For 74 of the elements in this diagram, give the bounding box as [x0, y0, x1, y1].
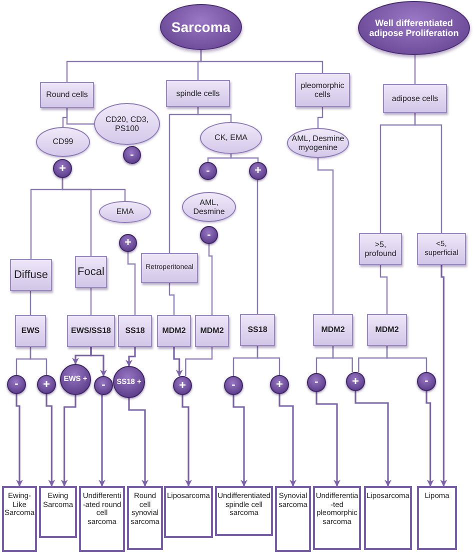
- process-box: EWS/SS18: [67, 315, 115, 347]
- connector-line: [200, 50, 324, 73]
- connector-line: [30, 291, 32, 315]
- arrow: [354, 391, 392, 487]
- result-circle: +: [270, 375, 289, 394]
- arrow: [278, 394, 296, 487]
- result-circle: -: [199, 162, 217, 180]
- connector-line: [66, 108, 94, 125]
- result-circle: +: [119, 234, 137, 252]
- connector-line: [332, 346, 353, 372]
- connector-line: [414, 55, 416, 84]
- process-box: EWS: [15, 315, 46, 347]
- connector-line: [208, 244, 213, 315]
- connector-line: [256, 346, 280, 375]
- result-circle: +: [346, 372, 365, 391]
- result-circle: -: [224, 376, 243, 395]
- arrow: [46, 394, 56, 487]
- process-box: spindle cells: [166, 80, 230, 107]
- arrow: [173, 347, 183, 377]
- process-box: Round cells: [40, 82, 94, 108]
- arrow: [232, 395, 248, 487]
- connector-line: [380, 265, 388, 314]
- marker-ellipse: CD99: [36, 127, 90, 157]
- marker-ellipse: CK, EMA: [200, 122, 262, 154]
- process-box: SS18: [118, 315, 152, 347]
- connector-line: [62, 178, 126, 201]
- result-circle: +: [37, 375, 56, 394]
- process-box: adipose cells: [383, 84, 447, 113]
- result-circle: -: [94, 376, 113, 395]
- result-circle: -: [417, 372, 436, 391]
- result-circle: +: [173, 376, 192, 395]
- result-circle: +: [249, 162, 267, 180]
- marker-ellipse: CD20, CD3, PS100: [94, 103, 160, 145]
- arrow: [16, 394, 23, 487]
- process-box: MDM2: [157, 315, 191, 347]
- arrow: [60, 395, 76, 487]
- result-circle: -: [200, 226, 218, 244]
- arrow: [98, 395, 106, 487]
- connector-line: [230, 154, 259, 162]
- connector-line: [168, 283, 175, 315]
- process-box: SS18: [240, 314, 275, 346]
- category-ellipse: Well differentiated adipose Proliferation: [358, 1, 470, 55]
- connector-line: [317, 158, 334, 314]
- process-box: Focal: [75, 256, 107, 288]
- result-circle: -: [307, 373, 326, 392]
- arrow: [128, 398, 148, 487]
- process-box: Diffuse: [10, 259, 52, 291]
- connector-line: [256, 180, 258, 314]
- arrow: [316, 392, 340, 487]
- arrow: [440, 265, 448, 487]
- marker-ellipse: EMA: [99, 201, 151, 223]
- process-box: MDM2: [367, 314, 407, 346]
- arrow: [90, 347, 107, 377]
- connector-line: [127, 252, 136, 315]
- connector-line: [317, 107, 324, 128]
- result-circle: +: [53, 159, 72, 178]
- marker-ellipse: AML, Desmine myogenine: [287, 128, 349, 158]
- connector-line: [197, 107, 232, 122]
- category-ellipse: Sarcoma: [160, 4, 242, 50]
- connector-line: [185, 347, 213, 376]
- process-box: MDM2: [195, 315, 229, 347]
- process-box: pleomorphic cells: [295, 73, 350, 107]
- connector-line: [414, 113, 442, 233]
- process-box: >5, profound: [359, 233, 402, 265]
- connector-line: [90, 288, 92, 315]
- process-box: MDM2: [313, 314, 353, 346]
- connector-line: [30, 347, 48, 375]
- arrow: [426, 391, 434, 487]
- arrow: [182, 395, 192, 487]
- result-circle: -: [7, 375, 26, 394]
- connector-line: [386, 346, 428, 372]
- arrow: [126, 347, 136, 367]
- marker-ellipse: AML, Desmine: [182, 192, 236, 222]
- result-circle: -: [123, 146, 141, 164]
